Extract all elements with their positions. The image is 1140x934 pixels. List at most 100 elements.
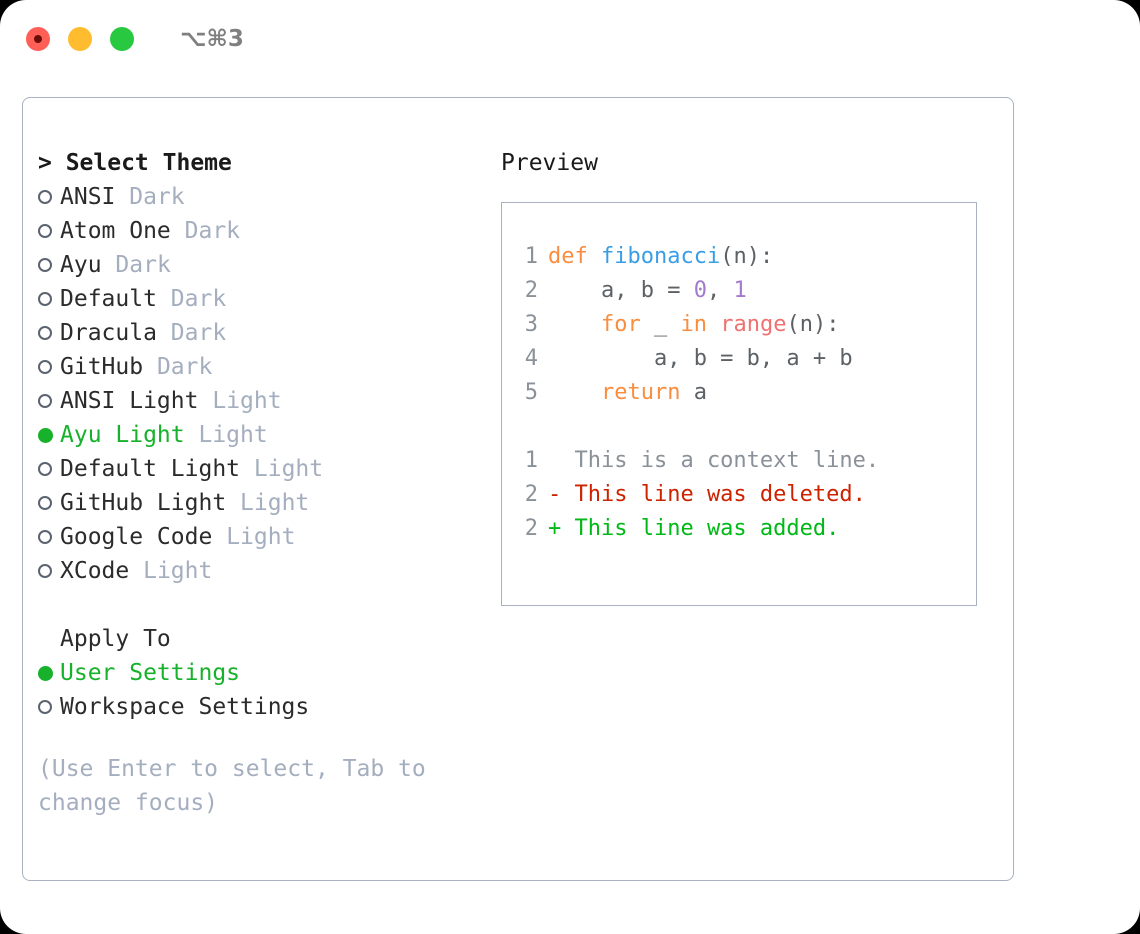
theme-option-variant: Light xyxy=(212,388,282,414)
theme-option[interactable]: Ayu Dark xyxy=(38,248,478,282)
theme-option[interactable]: ANSI Dark xyxy=(38,180,478,214)
radio-selected-icon[interactable] xyxy=(38,665,60,681)
code-token: return xyxy=(600,379,681,405)
code-token: (n): xyxy=(786,311,840,337)
theme-option-space xyxy=(129,558,143,584)
radio-glyph xyxy=(38,700,52,714)
theme-option[interactable]: GitHub Light Light xyxy=(38,486,478,520)
theme-option-space xyxy=(240,456,254,482)
radio-empty-icon[interactable] xyxy=(38,258,60,272)
line-number: 5 xyxy=(524,379,538,405)
code-line: 1 def fibonacci(n): xyxy=(502,239,976,273)
theme-option[interactable]: Ayu Light Light xyxy=(38,418,478,452)
title-bar: ⌥⌘3 xyxy=(0,0,1140,78)
line-number: 4 xyxy=(524,345,538,371)
theme-option[interactable]: Atom One Dark xyxy=(38,214,478,248)
theme-option[interactable]: Default Light Light xyxy=(38,452,478,486)
theme-option-space xyxy=(171,218,185,244)
theme-option-variant: Light xyxy=(253,456,324,482)
code-token: in xyxy=(680,311,707,337)
theme-option-variant: Light xyxy=(198,422,268,448)
theme-option-variant: Light xyxy=(226,524,296,550)
theme-option-variant: Dark xyxy=(170,320,227,346)
code-line: 4 a, b = b, a + b xyxy=(502,341,976,375)
radio-empty-icon[interactable] xyxy=(38,224,60,238)
code-token: fibonacci xyxy=(600,243,721,269)
code-line: 2 a, b = 0, 1 xyxy=(502,273,976,307)
theme-option-label: Atom One xyxy=(60,218,171,244)
minimize-button[interactable] xyxy=(68,27,92,51)
theme-option-label: Ayu Light xyxy=(60,422,185,448)
code-token: 0 xyxy=(693,277,707,303)
maximize-button[interactable] xyxy=(110,27,134,51)
line-number: 2 xyxy=(524,481,538,507)
radio-glyph xyxy=(38,665,53,681)
radio-selected-icon[interactable] xyxy=(38,427,60,443)
code-line-text: for _ in range(n): xyxy=(548,312,839,337)
theme-option-label: Dracula xyxy=(60,320,157,346)
theme-option-space xyxy=(102,252,116,278)
diff-line-text: - This line was deleted. xyxy=(548,481,866,507)
radio-empty-icon[interactable] xyxy=(38,360,60,374)
apply-to-option[interactable]: User Settings xyxy=(38,656,478,690)
code-token: range xyxy=(720,311,787,337)
radio-empty-icon[interactable] xyxy=(38,292,60,306)
line-number: 2 xyxy=(524,277,538,303)
code-token: a, b = b, a + b xyxy=(548,345,853,371)
theme-option-label: XCode xyxy=(60,558,130,584)
theme-option-variant: Dark xyxy=(156,354,213,380)
line-number: 3 xyxy=(524,311,538,337)
theme-option[interactable]: ANSI Light Light xyxy=(38,384,478,418)
select-theme-header: > Select Theme xyxy=(38,150,232,176)
theme-option-variant: Dark xyxy=(129,184,185,210)
theme-option-space xyxy=(212,524,226,550)
code-sample: 1 def fibonacci(n): 2 a, b = 0, 1 3 for _ i… xyxy=(502,239,976,409)
theme-option-space xyxy=(115,184,129,210)
radio-empty-icon[interactable] xyxy=(38,530,60,544)
close-button[interactable] xyxy=(26,27,50,51)
radio-empty-icon[interactable] xyxy=(38,700,60,714)
radio-empty-icon[interactable] xyxy=(38,190,60,204)
theme-option[interactable]: XCode Light xyxy=(38,554,478,588)
diff-sample: 1 This is a context line. 2 - This line wa… xyxy=(502,443,976,545)
radio-empty-icon[interactable] xyxy=(38,564,60,578)
radio-glyph xyxy=(38,427,53,443)
diff-line: 1 This is a context line. xyxy=(502,443,976,477)
code-token: a, b = xyxy=(548,277,694,303)
apply-to-option-label: Workspace Settings xyxy=(60,694,310,720)
theme-option[interactable]: Google Code Light xyxy=(38,520,478,554)
code-line-text: a, b = 0, 1 xyxy=(548,278,747,303)
apply-to-option[interactable]: Workspace Settings xyxy=(38,690,478,724)
radio-glyph xyxy=(38,258,52,272)
code-token: a xyxy=(680,379,707,405)
theme-option-variant: Dark xyxy=(170,286,227,312)
radio-empty-icon[interactable] xyxy=(38,462,60,476)
radio-glyph xyxy=(38,564,52,578)
radio-glyph xyxy=(38,190,52,204)
code-token: (n): xyxy=(720,243,774,269)
theme-option[interactable]: Default Dark xyxy=(38,282,478,316)
diff-line: 2+ This line was added. xyxy=(502,511,976,545)
recording-indicator-icon xyxy=(34,35,42,43)
code-line-text: def fibonacci(n): xyxy=(548,244,773,269)
radio-glyph xyxy=(38,360,52,374)
radio-glyph xyxy=(38,292,52,306)
window-controls xyxy=(26,27,134,51)
theme-option-label: GitHub xyxy=(60,354,144,380)
radio-glyph xyxy=(38,496,52,510)
radio-empty-icon[interactable] xyxy=(38,496,60,510)
line-number: 2 xyxy=(524,515,538,541)
theme-option-variant: Light xyxy=(240,490,310,516)
code-line-text: return a xyxy=(548,380,707,405)
theme-option[interactable]: Dracula Dark xyxy=(38,316,478,350)
radio-empty-icon[interactable] xyxy=(38,326,60,340)
shortcut-label: ⌥⌘3 xyxy=(180,26,244,52)
list-spacer xyxy=(38,588,478,622)
radio-empty-icon[interactable] xyxy=(38,394,60,408)
line-number: 1 xyxy=(524,243,538,269)
theme-option-space xyxy=(143,354,157,380)
theme-option[interactable]: GitHub Dark xyxy=(38,350,478,384)
